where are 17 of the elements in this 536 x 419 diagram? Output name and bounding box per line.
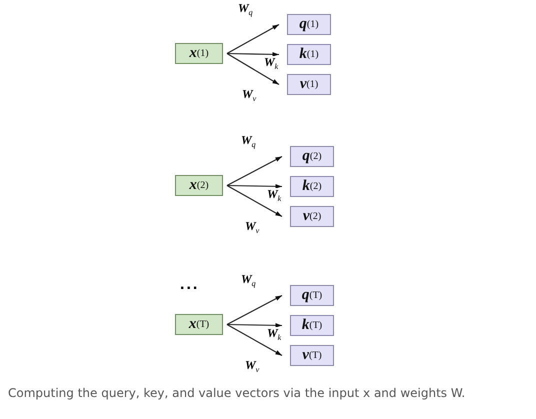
arrow (226, 295, 282, 325)
arrow (227, 184, 282, 189)
arrow (226, 24, 280, 54)
edge-label: W$_{v}$ (244, 358, 260, 370)
edge-label: W$_{k}$ (266, 188, 282, 200)
edge-label: W$_{v}$ (241, 88, 258, 100)
ellipsis-label: ... (180, 278, 200, 292)
edge-label: W$_{v}$ (244, 220, 260, 232)
arrow (226, 53, 280, 85)
caption: Computing the query, key, and value vectors via the input x and weights W. (8, 386, 466, 400)
arrow (226, 185, 282, 217)
arrow (227, 323, 282, 328)
arrow (226, 324, 282, 356)
arrow (226, 156, 282, 186)
edge-label: W$_{k}$ (266, 326, 282, 338)
arrow (226, 52, 280, 57)
edge-label: W$_{k}$ (263, 56, 280, 68)
